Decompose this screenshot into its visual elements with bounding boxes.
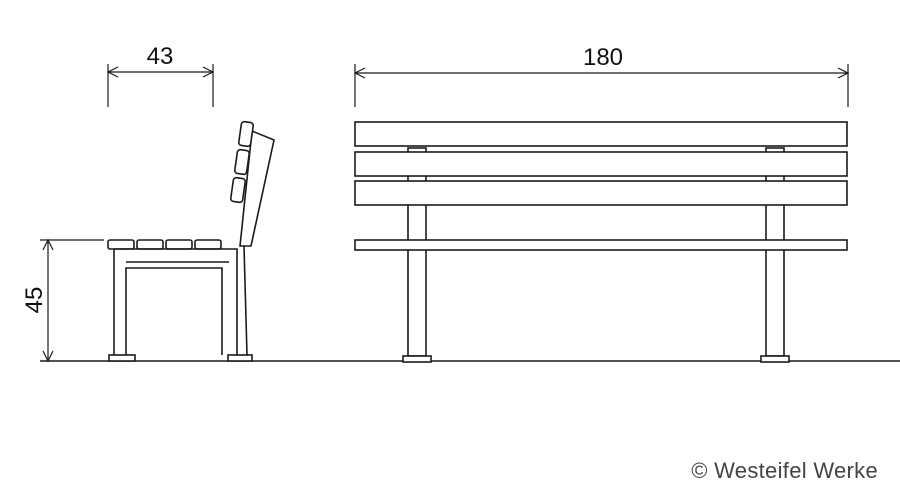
front-back-slat-1 xyxy=(354,121,848,147)
side-frame-outer-rear xyxy=(243,245,248,356)
side-back-slat-1 xyxy=(237,120,255,148)
side-backrest-frame xyxy=(239,129,275,247)
bench-front-view xyxy=(354,121,848,363)
front-right-leg xyxy=(765,147,785,357)
side-seat-slat-4 xyxy=(194,239,222,250)
dimension-length: 180 xyxy=(353,44,850,107)
side-frame xyxy=(113,248,238,355)
bench-side-view xyxy=(107,120,275,362)
copyright-notice: © Westeifel Werke xyxy=(691,458,878,483)
dimension-seat-height: 45 xyxy=(21,238,104,363)
front-left-foot xyxy=(402,355,432,363)
front-left-leg xyxy=(407,147,427,357)
front-right-foot xyxy=(760,355,790,363)
dimension-depth: 43 xyxy=(106,43,215,107)
side-back-slat-2 xyxy=(233,148,251,176)
side-rear-foot xyxy=(227,354,253,362)
front-back-slat-3 xyxy=(354,180,848,206)
dimension-depth-label: 43 xyxy=(147,43,174,70)
side-seat-slat-2 xyxy=(136,239,164,250)
side-back-slat-3 xyxy=(229,176,247,204)
dimension-length-label: 180 xyxy=(583,44,623,71)
side-seat-slat-3 xyxy=(165,239,193,250)
side-front-foot xyxy=(108,354,136,362)
front-seat-edge xyxy=(354,239,848,251)
dimension-seat-height-label: 45 xyxy=(21,287,48,314)
front-back-slat-2 xyxy=(354,151,848,177)
side-seat-slat-1 xyxy=(107,239,135,250)
